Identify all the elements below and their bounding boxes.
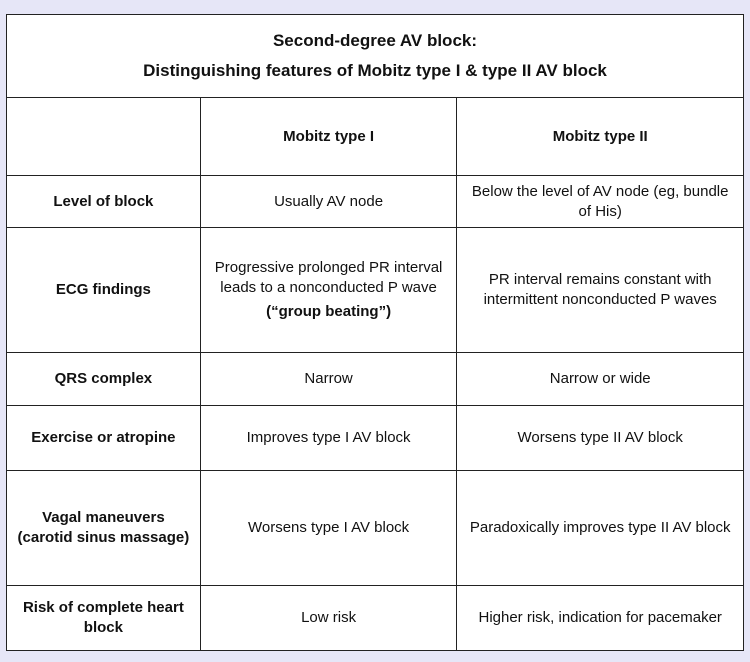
- title-line-1: Second-degree AV block:: [272, 31, 478, 50]
- type2-cell: Higher risk, indication for pacemaker: [456, 585, 744, 651]
- column-header-type1: Mobitz type I: [199, 97, 458, 176]
- header-row: Mobitz type I Mobitz type II: [6, 97, 744, 176]
- table-row: Level of block Usually AV node Below the…: [6, 175, 744, 228]
- type2-cell: Below the level of AV node (eg, bundle o…: [456, 175, 744, 228]
- title-line-2: Distinguishing features of Mobitz type I…: [143, 61, 607, 80]
- type2-cell: PR interval remains constant with interm…: [456, 227, 744, 353]
- table-row: Exercise or atropine Improves type I AV …: [6, 405, 744, 471]
- type2-cell: Narrow or wide: [456, 352, 744, 406]
- av-block-comparison-table: Second-degree AV block: Distinguishing f…: [6, 14, 744, 651]
- row-label: Vagal maneuvers (carotid sinus massage): [6, 470, 201, 586]
- row-label: Exercise or atropine: [6, 405, 201, 471]
- table-row: QRS complex Narrow Narrow or wide: [6, 352, 744, 406]
- type1-note: (“group beating”): [266, 303, 392, 320]
- column-header-empty: [6, 97, 201, 176]
- table-row: ECG findings Progressive prolonged PR in…: [6, 227, 744, 353]
- table-row: Vagal maneuvers (carotid sinus massage) …: [6, 470, 744, 586]
- type1-cell: Worsens type I AV block: [199, 470, 458, 586]
- type1-cell: Improves type I AV block: [199, 405, 458, 471]
- table-row: Risk of complete heart block Low risk Hi…: [6, 585, 744, 651]
- type1-cell: Usually AV node: [199, 175, 458, 228]
- type1-cell: Low risk: [199, 585, 458, 651]
- column-header-type2: Mobitz type II: [456, 97, 744, 176]
- type1-cell: Progressive prolonged PR interval leads …: [199, 227, 458, 353]
- type2-cell: Worsens type II AV block: [456, 405, 744, 471]
- row-label: QRS complex: [6, 352, 201, 406]
- row-label: Level of block: [6, 175, 201, 228]
- type2-cell: Paradoxically improves type II AV block: [456, 470, 744, 586]
- row-label: Risk of complete heart block: [6, 585, 201, 651]
- type1-text: Progressive prolonged PR interval leads …: [214, 259, 443, 296]
- table-title: Second-degree AV block: Distinguishing f…: [6, 14, 744, 98]
- row-label: ECG findings: [6, 227, 201, 353]
- type1-cell: Narrow: [199, 352, 458, 406]
